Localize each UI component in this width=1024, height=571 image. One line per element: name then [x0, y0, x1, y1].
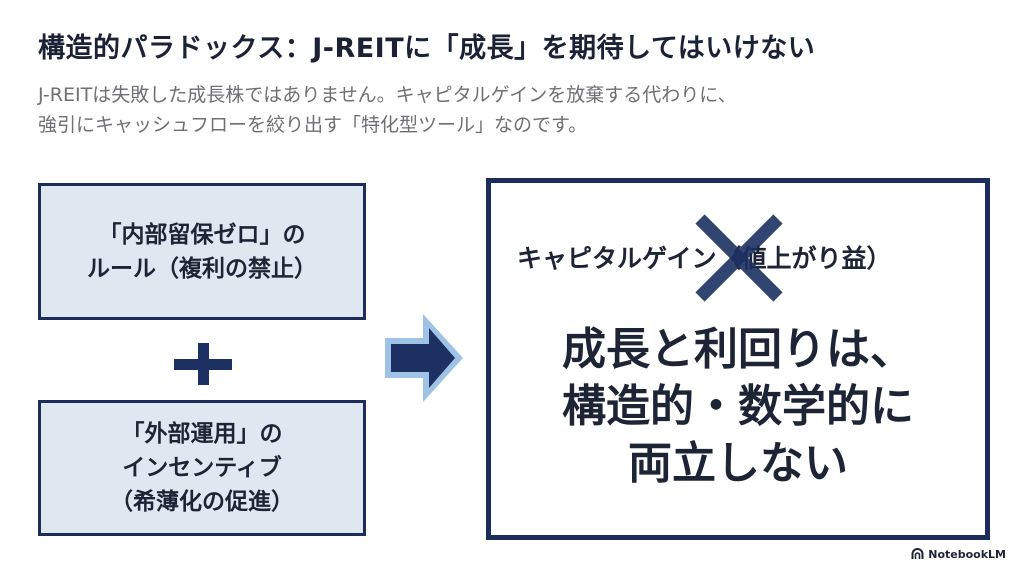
box1-line-1: 「内部留保ゼロ」の — [98, 221, 306, 248]
slide-title: 構造的パラドックス：J-REITに「成長」を期待してはいけない — [38, 33, 816, 64]
right-arrow-icon — [385, 314, 463, 402]
notebooklm-logo-icon — [911, 548, 924, 559]
brand-name: NotebookLM — [928, 548, 1006, 561]
cross-out-icon — [695, 214, 783, 302]
conclusion-line-3: 両立しない — [628, 438, 848, 489]
capital-gain-label: キャピタルゲイン（値上がり益） — [517, 244, 892, 273]
external-management-box: 「外部運用」の インセンティブ （希薄化の促進） — [38, 400, 366, 536]
box2-line-2: インセンティブ — [122, 455, 282, 481]
plus-icon — [174, 343, 232, 385]
internal-reserve-rule-box: 「内部留保ゼロ」の ルール（複利の禁止） — [38, 183, 366, 320]
slide-subtitle: J-REITは失敗した成長株ではありません。キャピタルゲインを放棄する代わりに、… — [38, 80, 998, 140]
conclusion-text: 成長と利回りは、 構造的・数学的に 両立しない — [491, 321, 985, 492]
conclusion-panel: キャピタルゲイン（値上がり益） 成長と利回りは、 構造的・数学的に 両立しない — [486, 178, 990, 540]
conclusion-line-1: 成長と利回りは、 — [562, 324, 914, 375]
subtitle-line-1: J-REITは失敗した成長株ではありません。キャピタルゲインを放棄する代わりに、 — [38, 84, 737, 106]
subtitle-line-2: 強引にキャッシュフローを絞り出す「特化型ツール」なのです。 — [38, 114, 588, 136]
box2-line-1: 「外部運用」の — [121, 421, 283, 447]
box2-line-3: （希薄化の促進） — [110, 489, 294, 515]
box1-line-2: ルール（複利の禁止） — [87, 255, 317, 282]
notebooklm-watermark: NotebookLM — [911, 548, 1006, 561]
conclusion-line-2: 構造的・数学的に — [562, 381, 914, 432]
